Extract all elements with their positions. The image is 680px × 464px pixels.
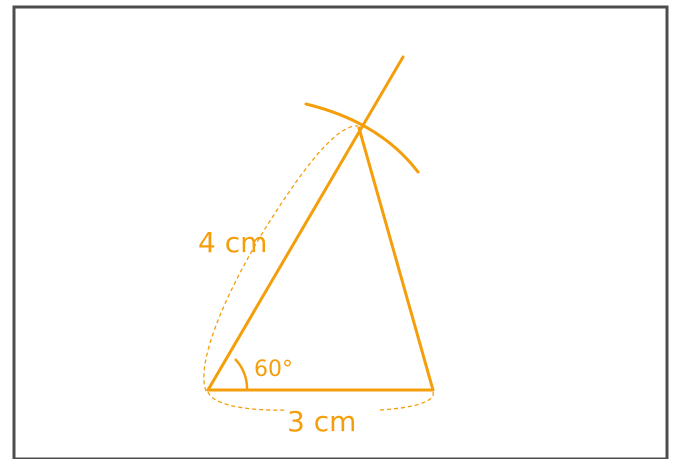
ray-line: [206, 55, 405, 392]
triangle-side-right: [357, 126, 435, 392]
side-bottom-label: 3 cm: [287, 405, 356, 438]
side-left-dimension-bracket: [203, 125, 359, 392]
angle-label: 60°: [254, 357, 293, 382]
side-left-label: 4 cm: [198, 226, 267, 259]
angle-arc: [234, 358, 249, 391]
base-dimension-bracket-left: [207, 391, 287, 411]
construction-arc: [304, 102, 420, 174]
base-dimension-bracket-right: [379, 391, 434, 411]
